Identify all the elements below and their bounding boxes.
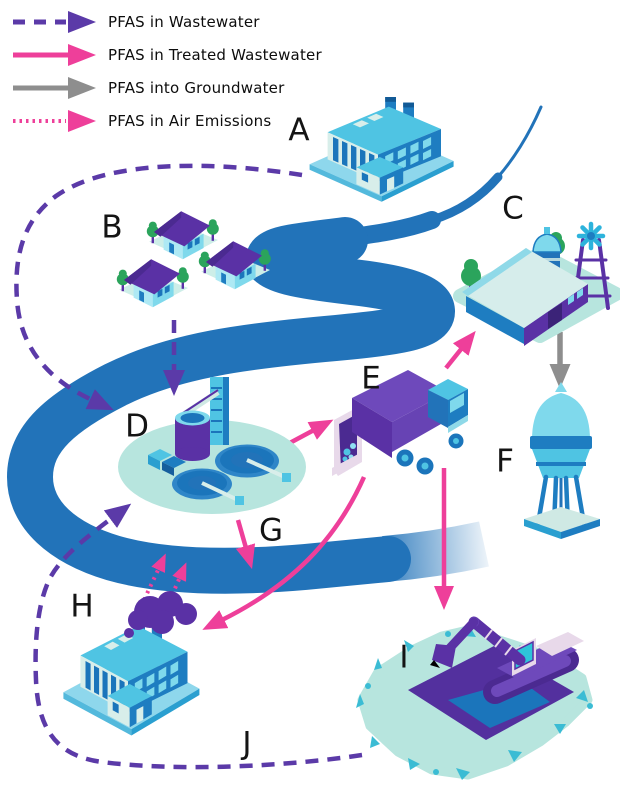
label-i: I (399, 639, 409, 676)
houses-b (116, 211, 271, 308)
label-j: J (242, 725, 252, 762)
label-a: A (288, 112, 310, 149)
legend-label: PFAS in Treated Wastewater (108, 45, 322, 64)
legend-label: PFAS in Wastewater (108, 12, 260, 31)
factory-a (309, 97, 454, 202)
arrow-plant-d-to-river-g (235, 519, 256, 570)
legend-row-air-emissions: PFAS in Air Emissions (10, 107, 322, 134)
arrow-truck-e-to-farm-c (444, 330, 476, 370)
label-d: D (125, 408, 149, 445)
arrow-truck-e-to-incinerator-h (202, 476, 367, 630)
legend-row-groundwater: PFAS into Groundwater (10, 74, 322, 101)
arrow-factory-a-to-plant-d (14, 163, 303, 411)
incinerator-h (63, 591, 200, 736)
arrow-landfill-leachate-j-to-plant-d (33, 503, 363, 770)
river (7, 105, 543, 594)
treatment-plant-d (118, 377, 306, 514)
label-e: E (361, 360, 381, 397)
farm-c (453, 221, 620, 346)
legend-label: PFAS into Groundwater (108, 78, 285, 97)
treated-wastewater-arrow-icon (13, 43, 96, 66)
label-g: G (258, 512, 284, 549)
air-emissions-dotted-arrow-icon (13, 109, 96, 132)
label-h: H (70, 588, 94, 625)
legend-row-wastewater: PFAS in Wastewater (10, 8, 322, 35)
legend-label: PFAS in Air Emissions (108, 111, 272, 130)
smoke-cloud (124, 591, 197, 638)
legend: PFAS in Wastewater PFAS in Treated Waste… (10, 8, 322, 134)
groundwater-arrow-icon (13, 76, 96, 99)
landfill-i (356, 616, 593, 780)
legend-row-treated-wastewater: PFAS in Treated Wastewater (10, 41, 322, 68)
water-tower-f (524, 382, 600, 539)
garbage-truck-e (332, 370, 468, 476)
label-c: C (502, 190, 524, 227)
wastewater-dashed-arrow-icon (13, 10, 96, 33)
label-b: B (101, 209, 123, 246)
label-f: F (496, 443, 514, 480)
